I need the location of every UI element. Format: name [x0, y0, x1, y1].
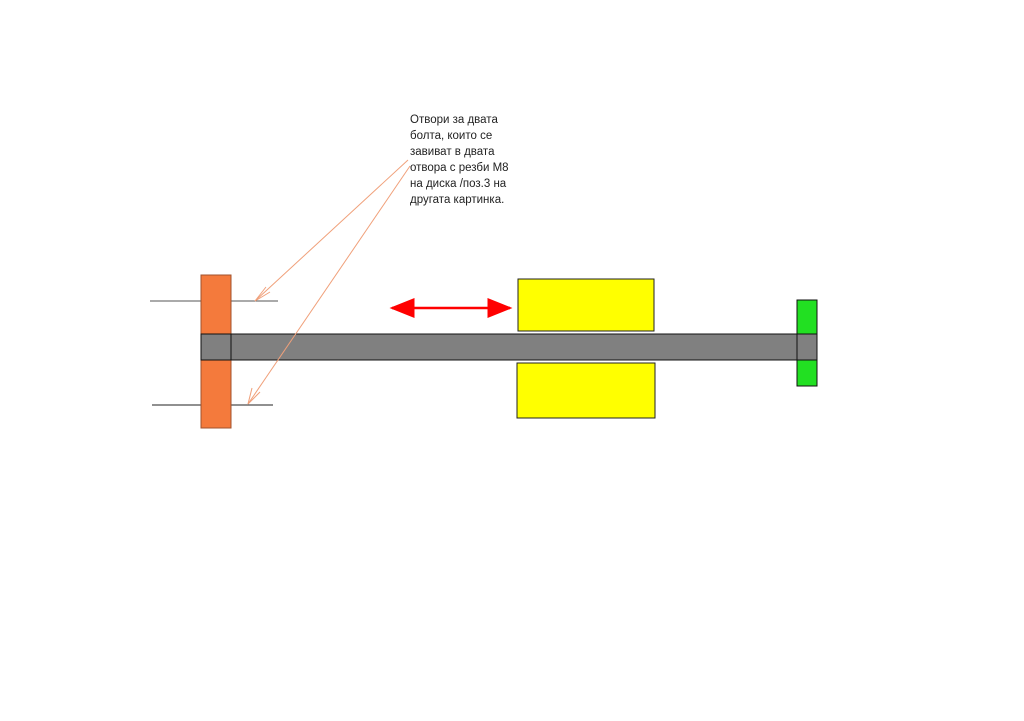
annotation-line: другата картинка. [410, 194, 505, 206]
shaft [200, 333, 818, 361]
bearing-top [517, 278, 655, 332]
annotation-line: болта, които се [410, 130, 493, 142]
annotation-line: на диска /поз.3 на [410, 178, 507, 190]
leader-arrow-bottom [247, 165, 411, 405]
annotation-line: отвора с резби М8 [410, 162, 509, 174]
annotation-note: Отвори за двата болта, които се завиват … [410, 112, 530, 208]
end-part-shaft-section [796, 333, 818, 361]
leader-arrow-top [254, 159, 409, 302]
annotation-line: завиват в двата [410, 146, 495, 158]
bearing-bottom [516, 362, 656, 419]
annotation-line: Отвори за двата [410, 114, 498, 126]
